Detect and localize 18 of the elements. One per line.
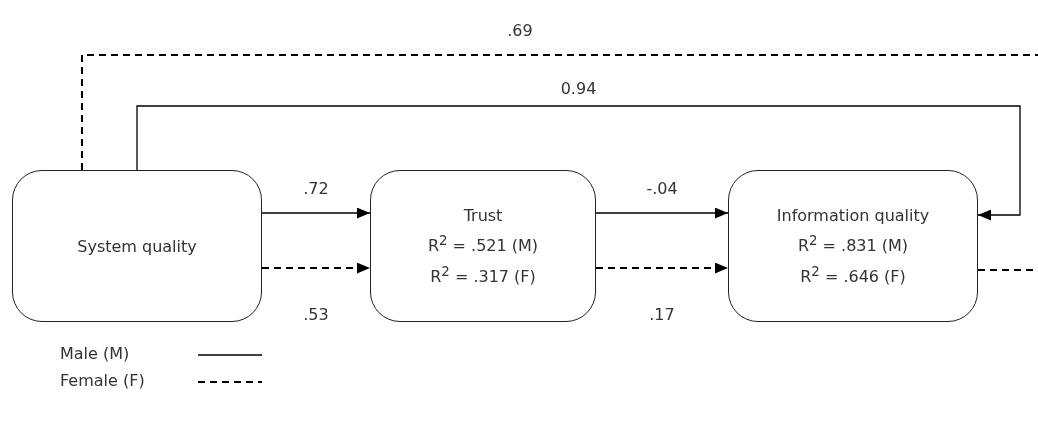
r-squared-text: R$^{2}$ = .646 (F) bbox=[800, 262, 906, 288]
node-title: Trust bbox=[463, 205, 503, 228]
node-title: System quality bbox=[77, 235, 197, 258]
arrow bbox=[595, 207, 729, 219]
r-squared-text: R$^{2}$ = .831 (M) bbox=[797, 232, 909, 258]
rounded-box bbox=[728, 170, 978, 322]
node-title: Information quality bbox=[776, 205, 930, 228]
r-squared-text: R$^{2}$ = .317 (F) bbox=[430, 262, 536, 288]
arrow bbox=[261, 262, 371, 274]
rounded-box bbox=[370, 170, 596, 322]
legend-text: Female (F) bbox=[60, 371, 145, 390]
arrow bbox=[136, 105, 1021, 221]
connector-line bbox=[81, 54, 1038, 171]
arrow bbox=[595, 262, 729, 274]
arrow bbox=[261, 207, 371, 219]
r-squared-text: R$^{2}$ = .521 (M) bbox=[427, 232, 539, 258]
rounded-box bbox=[12, 170, 262, 322]
legend-text: Male (M) bbox=[60, 344, 130, 363]
